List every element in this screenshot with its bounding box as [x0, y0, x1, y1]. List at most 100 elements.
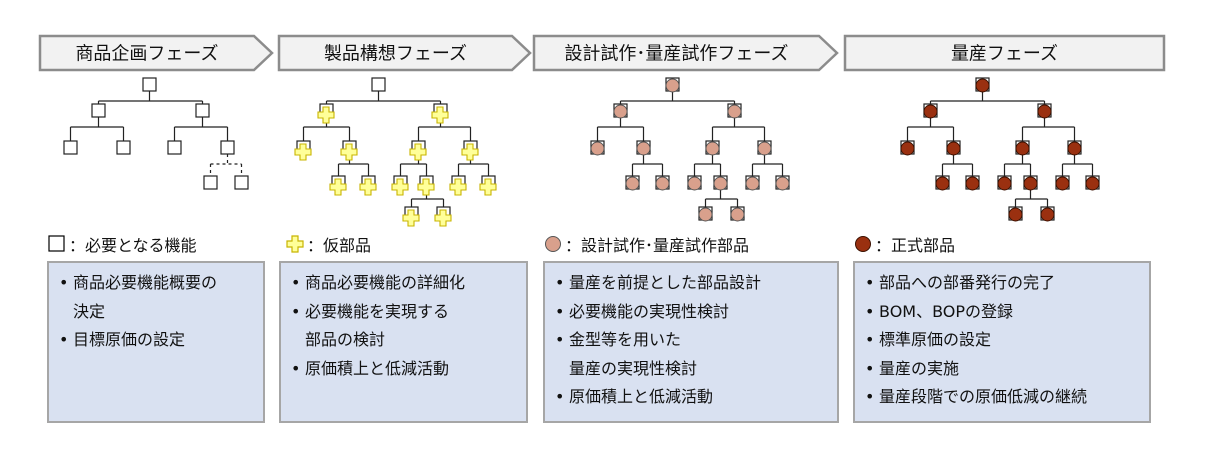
list-item: 必要機能を実現する 部品の検討	[291, 298, 520, 355]
prototype-part-marker	[698, 207, 713, 222]
component-tree	[294, 77, 497, 227]
phase-arrow-shape	[843, 34, 1166, 72]
list-item: 部品への部番発行の完了	[865, 269, 1143, 298]
official-part-marker	[1055, 176, 1070, 191]
phase-description-product-concept: 商品必要機能の詳細化 必要機能を実現する 部品の検討 原価積上と低減活動	[279, 261, 528, 423]
legend-required-function: ：必要となる機能	[47, 232, 197, 256]
official-part-marker	[1023, 176, 1038, 191]
tree-node	[203, 175, 218, 190]
official-part-marker	[935, 176, 950, 191]
list-item: 金型等を用いた 量産の実現性検討	[555, 326, 831, 383]
prototype-part-marker	[636, 141, 651, 156]
tree-node	[142, 77, 157, 92]
phase-arrow: 量産フェーズ	[843, 34, 1166, 72]
tree-node	[91, 103, 106, 118]
official-part-marker	[1040, 207, 1055, 222]
official-part-marker	[946, 141, 961, 156]
prototype-part-marker	[745, 176, 760, 191]
official-part-marker	[1085, 176, 1100, 191]
legend-label: ：必要となる機能	[69, 236, 197, 255]
phase-arrows: 商品企画フェーズ 製品構想フェーズ 設計試作･量産試作フェーズ 量産フェーズ	[38, 34, 1166, 72]
tree-node	[167, 140, 182, 155]
brown-circle-icon	[853, 234, 873, 254]
official-part-marker	[900, 141, 915, 156]
phase-title: 商品企画フェーズ	[75, 44, 218, 65]
legend-temporary-part: ：仮部品	[285, 232, 371, 256]
list-item: 商品必要機能の詳細化	[291, 269, 520, 298]
official-part-marker	[997, 176, 1012, 191]
list-item: 量産の実施	[865, 355, 1143, 384]
phase-arrow-shape	[38, 34, 274, 72]
prototype-part-marker	[757, 141, 772, 156]
component-tree	[590, 77, 790, 222]
temporary-part-marker	[391, 178, 409, 196]
prototype-part-marker	[775, 176, 790, 191]
official-part-marker	[923, 104, 938, 119]
temporary-part-marker	[449, 178, 467, 196]
legend-label: ：正式部品	[875, 236, 956, 255]
tree-node	[116, 140, 131, 155]
temporary-part-marker	[402, 209, 420, 227]
legend-official-part: ：正式部品	[853, 232, 955, 256]
legend-label: ：仮部品	[307, 236, 372, 255]
official-part-marker	[1037, 104, 1052, 119]
list-item: 標準原価の設定	[865, 326, 1143, 355]
phase-title: 量産フェーズ	[951, 44, 1058, 65]
temporary-part-marker	[409, 143, 427, 161]
prototype-part-marker	[713, 176, 728, 191]
temporary-part-marker	[329, 178, 347, 196]
yellow-cross-icon	[285, 234, 305, 254]
list-item: BOM、BOPの登録	[865, 298, 1143, 327]
prototype-part-marker	[730, 207, 745, 222]
prototype-part-marker	[665, 78, 680, 93]
prototype-part-marker	[590, 141, 605, 156]
list-item: 目標原価の設定	[59, 326, 257, 355]
phase-description-product-planning: 商品必要機能概要の 決定 目標原価の設定	[47, 261, 265, 423]
prototype-part-marker	[727, 104, 742, 119]
list-item: 商品必要機能概要の 決定	[59, 269, 257, 326]
phase-arrow: 商品企画フェーズ	[38, 34, 274, 72]
open-square-icon	[47, 234, 67, 254]
phase-description-mass-production: 部品への部番発行の完了 BOM、BOPの登録 標準原価の設定 量産の実施 量産段…	[853, 261, 1151, 423]
phase-arrow-shape	[277, 34, 532, 72]
temporary-part-marker	[431, 106, 449, 124]
prototype-part-marker	[625, 176, 640, 191]
temporary-part-marker	[461, 143, 479, 161]
temporary-part-marker	[359, 178, 377, 196]
phase-title: 設計試作･量産試作フェーズ	[564, 44, 788, 65]
official-part-marker	[975, 78, 990, 93]
prototype-part-marker	[687, 176, 702, 191]
temporary-part-marker	[417, 178, 435, 196]
phase-title: 製品構想フェーズ	[324, 44, 467, 65]
prototype-part-marker	[655, 176, 670, 191]
temporary-part-marker	[317, 106, 335, 124]
list-item: 原価積上と低減活動	[291, 355, 520, 384]
temporary-part-marker	[479, 178, 497, 196]
official-part-marker	[965, 176, 980, 191]
official-part-marker	[1067, 141, 1082, 156]
tree-node	[220, 140, 235, 155]
temporary-part-marker	[434, 209, 452, 227]
component-trees	[63, 77, 1100, 227]
phase-description-prototype: 量産を前提とした部品設計 必要機能の実現性検討 金型等を用いた 量産の実現性検討…	[543, 261, 839, 423]
official-part-marker	[1008, 207, 1023, 222]
list-item: 必要機能の実現性検討	[555, 298, 831, 327]
phase-arrow: 設計試作･量産試作フェーズ	[532, 34, 839, 72]
tree-node	[234, 175, 249, 190]
list-item: 量産を前提とした部品設計	[555, 269, 831, 298]
component-tree	[900, 77, 1100, 222]
prototype-part-marker	[705, 141, 720, 156]
phase-arrow: 製品構想フェーズ	[277, 34, 532, 72]
component-tree	[63, 77, 249, 190]
list-item: 原価積上と低減活動	[555, 383, 831, 412]
legend-label: ：設計試作･量産試作部品	[565, 236, 750, 255]
legend-prototype-part: ：設計試作･量産試作部品	[543, 232, 749, 256]
list-item: 量産段階での原価低減の継続	[865, 383, 1143, 412]
tree-node	[371, 77, 386, 92]
official-part-marker	[1015, 141, 1030, 156]
temporary-part-marker	[340, 143, 358, 161]
tree-node	[63, 140, 78, 155]
prototype-part-marker	[613, 104, 628, 119]
pink-circle-icon	[543, 234, 563, 254]
